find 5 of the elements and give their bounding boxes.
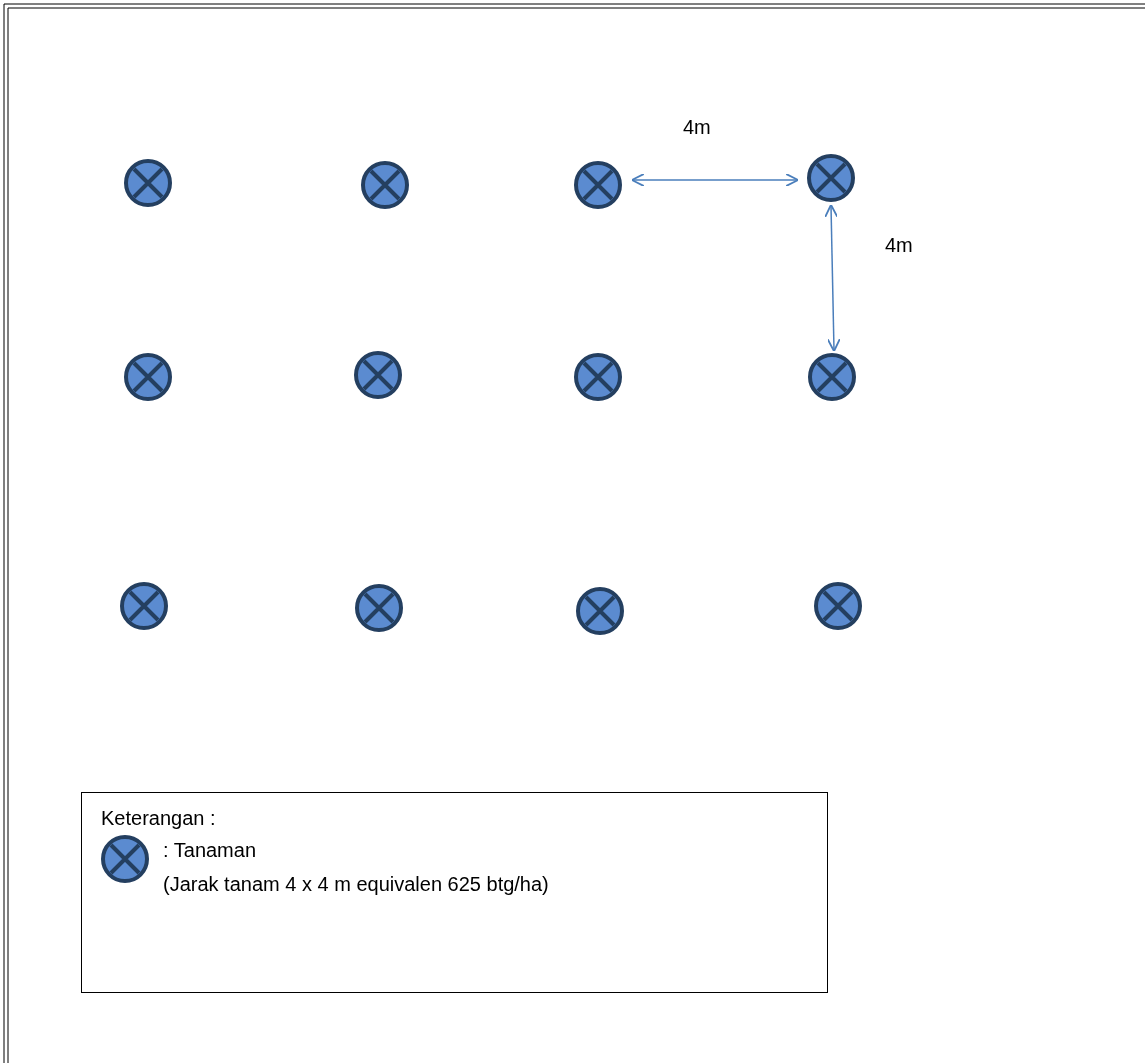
legend-label: : Tanaman [163, 838, 257, 862]
dimension-label: 4m [683, 115, 711, 139]
dimension-label: 4m [885, 233, 913, 257]
legend-title: Keterangan : [101, 806, 216, 830]
legend-note: (Jarak tanam 4 x 4 m equivalen 625 btg/ha) [163, 872, 549, 896]
